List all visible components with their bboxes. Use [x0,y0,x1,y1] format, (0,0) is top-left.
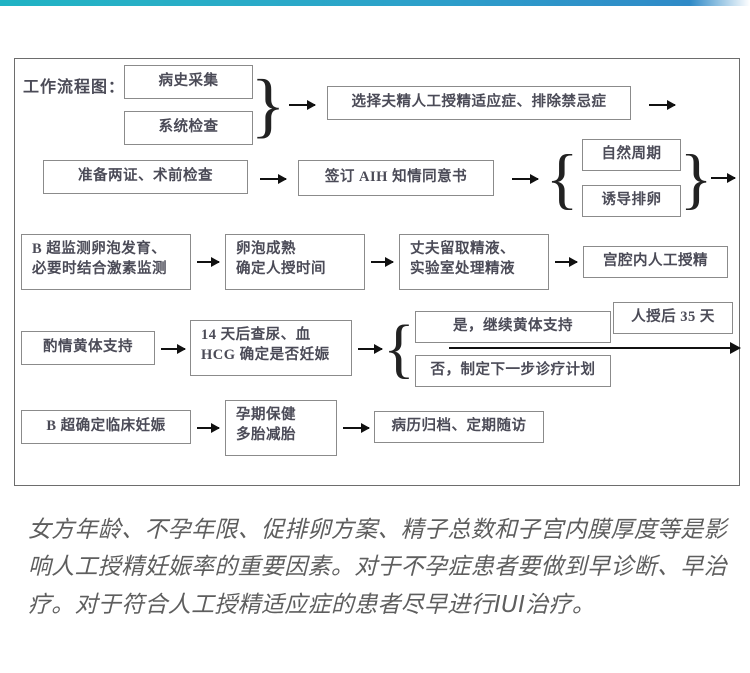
node-35-days-after-insemination[interactable]: 人授后 35 天 [613,302,733,334]
node-hcg-pregnancy-test-line2: HCG 确定是否妊娠 [201,346,330,363]
arrow-consent-to-cycle [512,174,539,184]
node-follicle-mature-timing[interactable]: 卵泡成熟 确定人授时间 [225,234,365,290]
top-accent-bar [0,0,750,6]
arrow-preop-to-consent [260,174,287,184]
node-follicle-mature-timing-line2: 确定人授时间 [236,260,326,277]
node-husband-semen-lab-processing[interactable]: 丈夫留取精液、 实验室处理精液 [399,234,549,290]
node-archive-record-followup[interactable]: 病历归档、定期随访 [374,411,544,443]
brace-left-row2: { [545,140,579,216]
arrow-clinical-pregnancy-to-prenatal [197,423,220,433]
diagram-title-label: 工作流程图： [23,79,126,96]
node-hcg-pregnancy-test[interactable]: 14 天后查尿、血 HCG 确定是否妊娠 [190,320,352,376]
arrow-luteal-to-hcg [161,344,186,354]
node-sign-aih-consent[interactable]: 签订 AIH 知情同意书 [298,160,494,196]
workflow-diagram-frame: 工作流程图： 病史采集 系统检查 } 选择夫精人工授精适应症、排除禁忌症 准备两… [14,58,741,486]
node-induced-ovulation[interactable]: 诱导排卵 [582,185,681,217]
node-history-collection[interactable]: 病史采集 [124,65,253,99]
node-ultrasound-follicle-monitoring-line1: B 超监测卵泡发育、 [32,241,167,257]
node-ultrasound-follicle-monitoring[interactable]: B 超监测卵泡发育、 必要时结合激素监测 [21,234,191,290]
node-ultrasound-confirm-clinical-pregnancy[interactable]: B 超确定临床妊娠 [21,410,191,444]
node-prenatal-care-fetal-reduction-line2: 多胎减胎 [236,426,296,443]
arrow-maturity-to-semen [371,257,394,267]
node-select-indication-exclude-contraindication[interactable]: 选择夫精人工授精适应症、排除禁忌症 [327,86,631,120]
node-system-examination[interactable]: 系统检查 [124,111,253,145]
node-natural-cycle[interactable]: 自然周期 [582,139,681,171]
node-luteal-support-as-needed[interactable]: 酌情黄体支持 [21,331,155,365]
node-husband-semen-lab-processing-line2: 实验室处理精液 [410,260,515,277]
brace-right-row1: } [250,65,286,145]
arrow-hcg-to-branch [358,344,383,354]
arrow-cycle-to-next [711,173,736,183]
body-paragraph: 女方年龄、不孕年限、促排卵方案、精子总数和子宫内膜厚度等是影响人工授精妊娠率的重… [28,517,727,618]
brace-left-row4: { [383,312,415,385]
node-no-next-treatment-plan[interactable]: 否，制定下一步诊疗计划 [415,355,611,387]
node-hcg-pregnancy-test-line1: 14 天后查尿、血 [201,327,311,343]
arrow-row1-to-indication [289,100,316,110]
node-prenatal-care-fetal-reduction[interactable]: 孕期保健 多胎减胎 [225,400,337,456]
arrow-prenatal-to-archive [343,423,370,433]
node-follicle-mature-timing-line1: 卵泡成熟 [236,241,296,257]
node-yes-continue-luteal-support[interactable]: 是，继续黄体支持 [415,311,611,343]
arrow-semen-to-iui [555,257,578,267]
node-husband-semen-lab-processing-line1: 丈夫留取精液、 [410,241,515,257]
connector-line-to-35-days-path [449,342,741,354]
node-intrauterine-insemination[interactable]: 宫腔内人工授精 [583,246,728,278]
node-prepare-documents-preop-exam[interactable]: 准备两证、术前检查 [43,160,248,194]
arrow-indication-to-next [649,100,676,110]
arrow-monitoring-to-maturity [197,257,220,267]
brace-right-row2: } [679,140,713,216]
node-prenatal-care-fetal-reduction-line1: 孕期保健 [236,407,296,423]
node-ultrasound-follicle-monitoring-line2: 必要时结合激素监测 [32,260,167,277]
